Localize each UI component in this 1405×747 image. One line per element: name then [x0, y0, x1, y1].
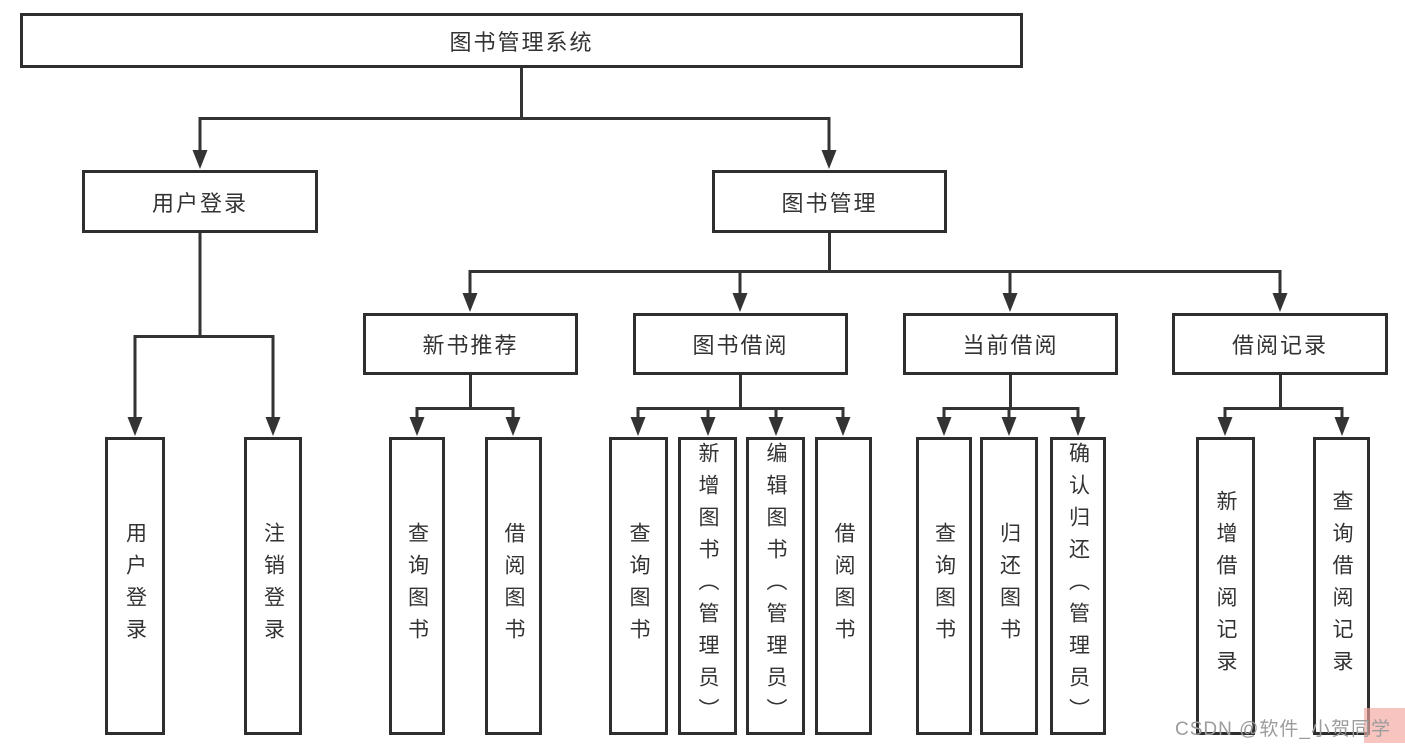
watermark-accent-block — [1364, 708, 1405, 743]
node-user-login: 用户登录 — [82, 170, 318, 233]
arrowhead-current-borrow — [1002, 293, 1018, 312]
leaf-add-borrow-record: 新增借阅记录 — [1196, 437, 1255, 735]
node-label: 借阅图书 — [832, 522, 855, 650]
edge-root-to-level2 — [198, 68, 831, 152]
node-book-management: 图书管理 — [712, 170, 947, 233]
arrowhead-borrow-records — [1272, 293, 1288, 312]
leaf-add-books-admin: 新增图书（管理员） — [678, 437, 737, 735]
edge-user-login-children — [133, 233, 275, 419]
node-borrow-records: 借阅记录 — [1172, 313, 1388, 375]
arrowhead-leaf-borrow-books-2 — [835, 417, 851, 436]
node-label: 编辑图书（管理员） — [764, 442, 787, 730]
arrowhead-leaf-query-books-3 — [936, 417, 952, 436]
leaf-query-books-under-borrow: 查询图书 — [609, 437, 668, 735]
arrowhead-user-login — [192, 150, 208, 169]
leaf-return-books: 归还图书 — [980, 437, 1038, 735]
node-label: 新增图书（管理员） — [696, 442, 719, 730]
edge-book-management-children — [468, 233, 1282, 295]
node-label: 新书推荐 — [422, 333, 519, 358]
node-new-book-recommend: 新书推荐 — [363, 313, 578, 375]
node-label: 用户登录 — [123, 522, 147, 650]
node-label: 确认归还（管理员） — [1066, 442, 1090, 730]
arrowhead-new-book-recommend — [462, 293, 478, 312]
node-label: 新增借阅记录 — [1214, 490, 1237, 682]
arrowhead-leaf-borrow-books-1 — [505, 417, 521, 436]
leaf-query-books-under-recommend: 查询图书 — [389, 437, 445, 735]
node-label: 当前借阅 — [962, 333, 1059, 358]
arrowhead-leaf-user-login — [127, 417, 143, 436]
node-label: 借阅记录 — [1231, 333, 1328, 358]
arrowhead-book-management — [821, 150, 837, 169]
node-label: 借阅图书 — [502, 522, 525, 650]
node-label: 图书借阅 — [692, 333, 789, 358]
node-book-borrow: 图书借阅 — [633, 313, 848, 375]
arrowhead-leaf-confirm-return — [1070, 417, 1086, 436]
node-label: 注销登录 — [261, 522, 285, 650]
edge-book-borrow-children — [636, 375, 845, 419]
leaf-logout: 注销登录 — [244, 437, 302, 735]
node-label: 归还图书 — [997, 522, 1021, 650]
leaf-user-login: 用户登录 — [105, 437, 165, 735]
leaf-query-borrow-record: 查询借阅记录 — [1313, 437, 1370, 735]
node-label: 查询图书 — [405, 522, 429, 650]
arrowhead-book-borrow — [732, 293, 748, 312]
arrowhead-leaf-add-books — [700, 417, 716, 436]
node-label: 图书管理 — [781, 190, 878, 216]
leaf-query-books-under-current: 查询图书 — [916, 437, 972, 735]
arrowhead-leaf-edit-books — [768, 417, 784, 436]
leaf-confirm-return-admin: 确认归还（管理员） — [1050, 437, 1106, 735]
arrowhead-leaf-query-books-1 — [409, 417, 425, 436]
edge-current-borrow-children — [942, 375, 1080, 419]
arrowhead-leaf-logout — [265, 417, 281, 436]
watermark-text: CSDN @软件_小贺同学 — [1175, 719, 1391, 740]
node-library-management-system: 图书管理系统 — [20, 13, 1023, 68]
node-current-borrow: 当前借阅 — [903, 313, 1118, 375]
arrowhead-leaf-return-books — [1001, 417, 1017, 436]
node-label: 用户登录 — [151, 190, 248, 216]
arrowhead-leaf-query-books-2 — [630, 417, 646, 436]
node-label: 查询借阅记录 — [1330, 490, 1353, 682]
node-label: 图书管理系统 — [449, 29, 594, 55]
leaf-edit-books-admin: 编辑图书（管理员） — [746, 437, 805, 735]
edge-borrow-records-children — [1223, 375, 1344, 419]
arrowhead-leaf-query-borrow-record — [1334, 417, 1350, 436]
leaf-borrow-books-under-recommend: 借阅图书 — [485, 437, 542, 735]
node-label: 查询图书 — [627, 522, 650, 650]
leaf-borrow-books: 借阅图书 — [815, 437, 872, 735]
edge-new-book-recommend-children — [415, 375, 515, 419]
arrowhead-leaf-add-borrow-record — [1217, 417, 1233, 436]
node-label: 查询图书 — [932, 522, 956, 650]
